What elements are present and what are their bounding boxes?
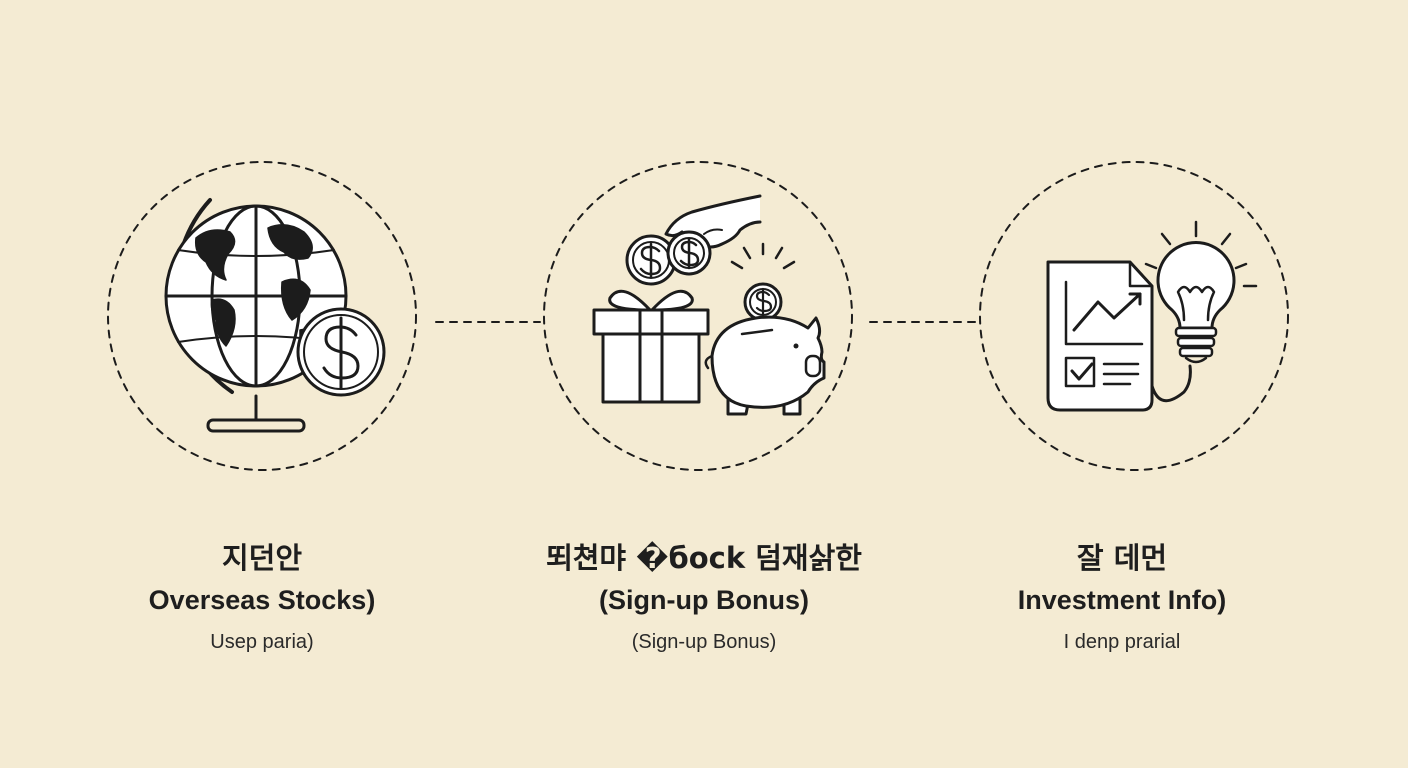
coin-icon-right <box>666 230 712 276</box>
dollar-coin-icon <box>296 307 386 397</box>
report-and-lightbulb-icon <box>1046 220 1258 412</box>
step-2-caption: 뙤쳔먀 �босk 덤재삵한 (Sign-up Bonus) (Sign-up … <box>494 538 914 657</box>
light-rays <box>1144 220 1258 288</box>
gift-box-icon <box>592 289 710 404</box>
line-chart-icon <box>1064 280 1144 346</box>
coin-icon-piggy <box>743 282 783 322</box>
step-1-subtitle: Usep paria) <box>210 631 314 653</box>
step-3-dashed-circle <box>979 161 1289 471</box>
step-1-title-korean: 지던안 <box>221 541 303 575</box>
step-3-caption: 잘 데먼 Investment Info) I denp prarial <box>912 538 1332 657</box>
step-2-title-korean: 뙤쳔먀 �босk 덤재삵한 <box>546 541 862 575</box>
step-3-title-korean: 잘 데먼 <box>1076 541 1168 575</box>
step-2-title-english: (Sign-up Bonus) <box>599 585 809 615</box>
gift-box-and-piggy-bank-icon <box>592 194 826 416</box>
step-2-dashed-circle <box>543 161 853 471</box>
step-1-caption: 지던안 Overseas Stocks) Usep paria) <box>52 538 472 657</box>
lightbulb-icon <box>1156 241 1236 364</box>
checkbox-icon <box>1064 356 1096 388</box>
step-3-subtitle: I denp prarial <box>1063 631 1181 653</box>
step-3-title-english: Investment Info) <box>1017 585 1227 615</box>
step-1-dashed-circle <box>107 161 417 471</box>
piggy-bank-icon <box>704 315 826 416</box>
step-2-subtitle: (Sign-up Bonus) <box>631 631 777 653</box>
step-1-title-english: Overseas Stocks) <box>148 585 376 615</box>
globe-with-dollar-coin-icon <box>164 198 386 433</box>
sparkle-lines <box>730 242 796 270</box>
report-document-icon <box>1046 260 1192 412</box>
